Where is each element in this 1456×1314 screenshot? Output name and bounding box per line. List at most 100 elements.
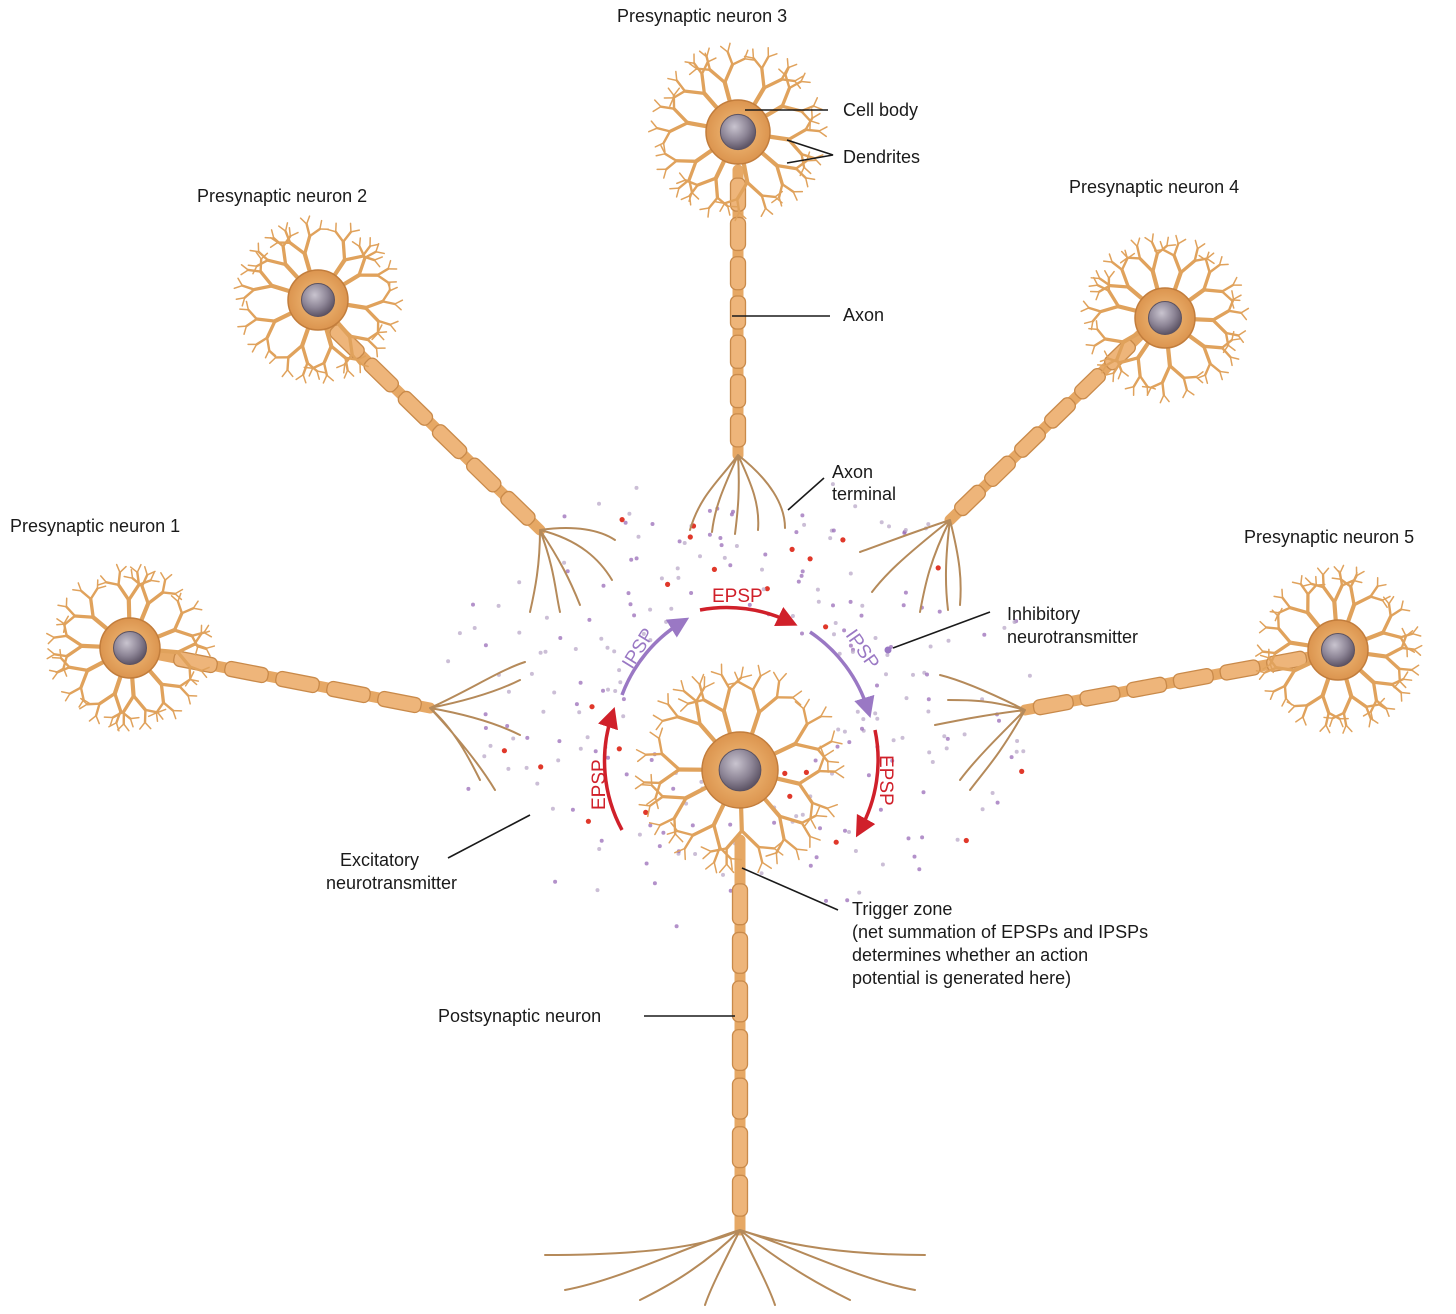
neurotransmitter-dot [815,855,819,859]
myelin-segment [1032,694,1074,716]
epsp-label-right: EPSP [875,755,896,806]
neurotransmitter-dot [849,600,853,604]
nucleus [114,632,147,665]
neurotransmitter-dot [874,636,878,640]
neurotransmitter-dot [834,840,839,845]
neurotransmitter-dot [802,523,806,527]
neurotransmitter-dot [635,486,639,490]
neurotransmitter-dot [482,754,486,758]
neurotransmitter-dot [946,737,950,741]
neurotransmitter-dot [808,556,813,561]
myelin-segment [733,1030,748,1071]
neurotransmitter-dot [551,807,555,811]
neurotransmitter-dot [556,758,560,762]
nucleus [1149,302,1182,335]
inhibitory-marker-dot [885,647,892,654]
cell-body-neuron-2 [234,216,402,383]
neurotransmitter-dot [843,730,847,734]
terminal-neuron-4 [860,520,961,612]
neurotransmitter-dot [834,621,838,625]
neurotransmitter-dot [981,807,985,811]
neurotransmitter-dot [801,813,805,817]
neurotransmitter-dot [931,760,935,764]
neurotransmitter-dot [925,673,929,677]
neurotransmitter-dot [1021,749,1025,753]
neurotransmitter-dot [552,691,556,695]
neurotransmitter-dot [800,574,804,578]
neurotransmitter-dot [627,591,631,595]
neurotransmitter-dot [847,830,851,834]
label-axon-terminal-2: terminal [832,484,896,504]
neurotransmitter-dot [1002,626,1006,630]
neurotransmitter-dot [1019,769,1024,774]
neurotransmitter-dot [800,513,804,517]
neurotransmitter-dot [606,646,610,650]
neurotransmitter-dot [945,746,949,750]
neurotransmitter-dot [956,838,960,842]
neurotransmitter-dot [538,764,543,769]
neurotransmitter-dot [904,528,908,532]
neurotransmitter-dot [586,735,590,739]
neurotransmitter-dot [606,756,610,760]
neurotransmitter-dot [817,600,821,604]
neurotransmitter-dot [718,536,722,540]
label-trigger-zone-4: potential is generated here) [852,968,1071,988]
neurotransmitter-dot [579,747,583,751]
neurotransmitter-dot [854,849,858,853]
neurotransmitter-dot [622,697,626,701]
neurotransmitter-dot [683,541,687,545]
neurotransmitter-dot [860,614,864,618]
neurotransmitter-dot [473,626,477,630]
neurotransmitter-dot [637,535,641,539]
epsp-label-top: EPSP [712,586,763,607]
neurotransmitter-dot [760,871,764,875]
neurotransmitter-dot [458,631,462,635]
neurotransmitter-dot [901,736,905,740]
neurotransmitter-dot [794,530,798,534]
neurotransmitter-dot [627,512,631,516]
neurotransmitter-dot [506,767,510,771]
myelin-segment [1126,676,1168,698]
neurotransmitter-dot [814,759,818,763]
leader-excitatory [448,815,530,858]
neurotransmitter-dot [691,823,695,827]
neurotransmitter-dot [600,839,604,843]
neurotransmitter-dot [530,672,534,676]
neurotransmitter-dot [638,833,642,837]
myelin-segment [733,1078,748,1119]
cell-body-neuron-4 [1081,234,1248,403]
neurotransmitter-dot [875,717,879,721]
neurotransmitter-dot [597,847,601,851]
neurotransmitter-dot [913,855,917,859]
neurotransmitter-dot [902,603,906,607]
neurotransmitter-dot [620,517,625,522]
neurotransmitter-dot [879,808,883,812]
label-presynaptic-neuron-2: Presynaptic neuron 2 [197,186,367,206]
neurotransmitter-dot [544,650,548,654]
neurotransmitter-dot [698,554,702,558]
ipsp-label-left: IPSP [618,625,659,673]
neurotransmitter-dot [794,814,798,818]
neurotransmitter-dot [562,561,566,565]
myelin-segment [731,335,746,368]
neurotransmitter-dot [558,636,562,640]
neurotransmitter-dot [648,608,652,612]
neurotransmitter-dot [484,643,488,647]
neurotransmitter-dot [689,591,693,595]
label-inhibitory-2: neurotransmitter [1007,627,1138,647]
label-presynaptic-neuron-3: Presynaptic neuron 3 [617,6,787,26]
neurotransmitter-dot [525,736,529,740]
neurotransmitter-dot [708,509,712,513]
myelin-segment [396,389,435,428]
myelin-segment [733,1175,748,1216]
neurotransmitter-dot [828,536,832,540]
neurotransmitter-dot [712,567,717,572]
nucleus [302,284,335,317]
neurotransmitter-dot [832,632,836,636]
label-dendrites: Dendrites [843,147,920,167]
neurotransmitter-dot [942,734,946,738]
neurotransmitter-dot [763,553,767,557]
neurotransmitter-dot [790,547,795,552]
neurotransmitter-dot [836,745,840,749]
